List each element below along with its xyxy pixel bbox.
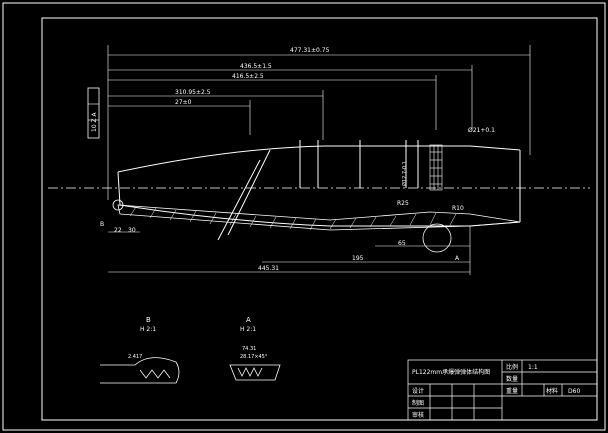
dim-5: 27±0	[175, 99, 192, 106]
detail-circle-b	[112, 199, 124, 211]
view-a-dims1: 74.31	[242, 346, 256, 352]
driving-band	[429, 144, 443, 191]
dim-bottom-195: 195	[352, 255, 364, 262]
inner-border	[41, 17, 598, 421]
dim-d6: Ø21+0.1	[468, 127, 495, 134]
top-dimensions	[107, 45, 531, 200]
scale-value: 1:1	[528, 364, 538, 371]
arrow-b-label: B	[100, 221, 104, 228]
view-a-subtitle: H 2:1	[240, 326, 256, 333]
design-label: 设计	[412, 387, 424, 395]
view-b-section	[100, 357, 180, 384]
bottom-dimensions	[108, 226, 471, 275]
material-value: D60	[568, 388, 580, 395]
dim-bottom-65: 65	[398, 240, 406, 247]
quantity-label: 数量	[506, 375, 518, 383]
tolerance-frame: 10 Z A	[87, 87, 100, 139]
view-b-title: B	[146, 316, 151, 324]
view-a-title: A	[246, 316, 251, 324]
dim-left-22: 22	[114, 227, 122, 234]
dim-bottom-main: 445.31	[258, 265, 279, 272]
view-b-subtitle: H 2:1	[140, 326, 156, 333]
hatching	[129, 206, 457, 231]
detail-circle-a	[422, 223, 452, 253]
scale-label: 比例	[506, 363, 518, 371]
view-a-section	[229, 364, 281, 381]
view-b-dim: 2.417	[128, 354, 142, 360]
draw-label: 制图	[412, 399, 424, 407]
title-text: PL122mm承爆弹弹体结构图	[412, 368, 490, 376]
shell-outline	[117, 140, 521, 241]
dim-3: 416.5±2.5	[232, 73, 264, 80]
view-a-dims2: 28.17×45°	[240, 354, 268, 360]
dim-1: 477.31±0.75	[290, 47, 330, 54]
dim-2: 436.5±1.5	[240, 63, 272, 70]
hatched-wall	[117, 204, 521, 231]
review-label: 审核	[412, 411, 424, 419]
arrow-a-label: A	[455, 255, 460, 262]
svg-text:10 Z A: 10 Z A	[91, 111, 98, 132]
radius-r25: R25	[397, 200, 409, 207]
weight-label: 重量	[506, 387, 518, 395]
title-block	[407, 359, 598, 421]
material-label: 材料	[546, 387, 558, 395]
dim-d7: Ø12.7-0.1	[401, 161, 408, 186]
dim-4: 310.95±2.5	[175, 89, 211, 96]
radius-r10: R10	[452, 205, 464, 212]
dim-left-30: 30	[128, 227, 136, 234]
